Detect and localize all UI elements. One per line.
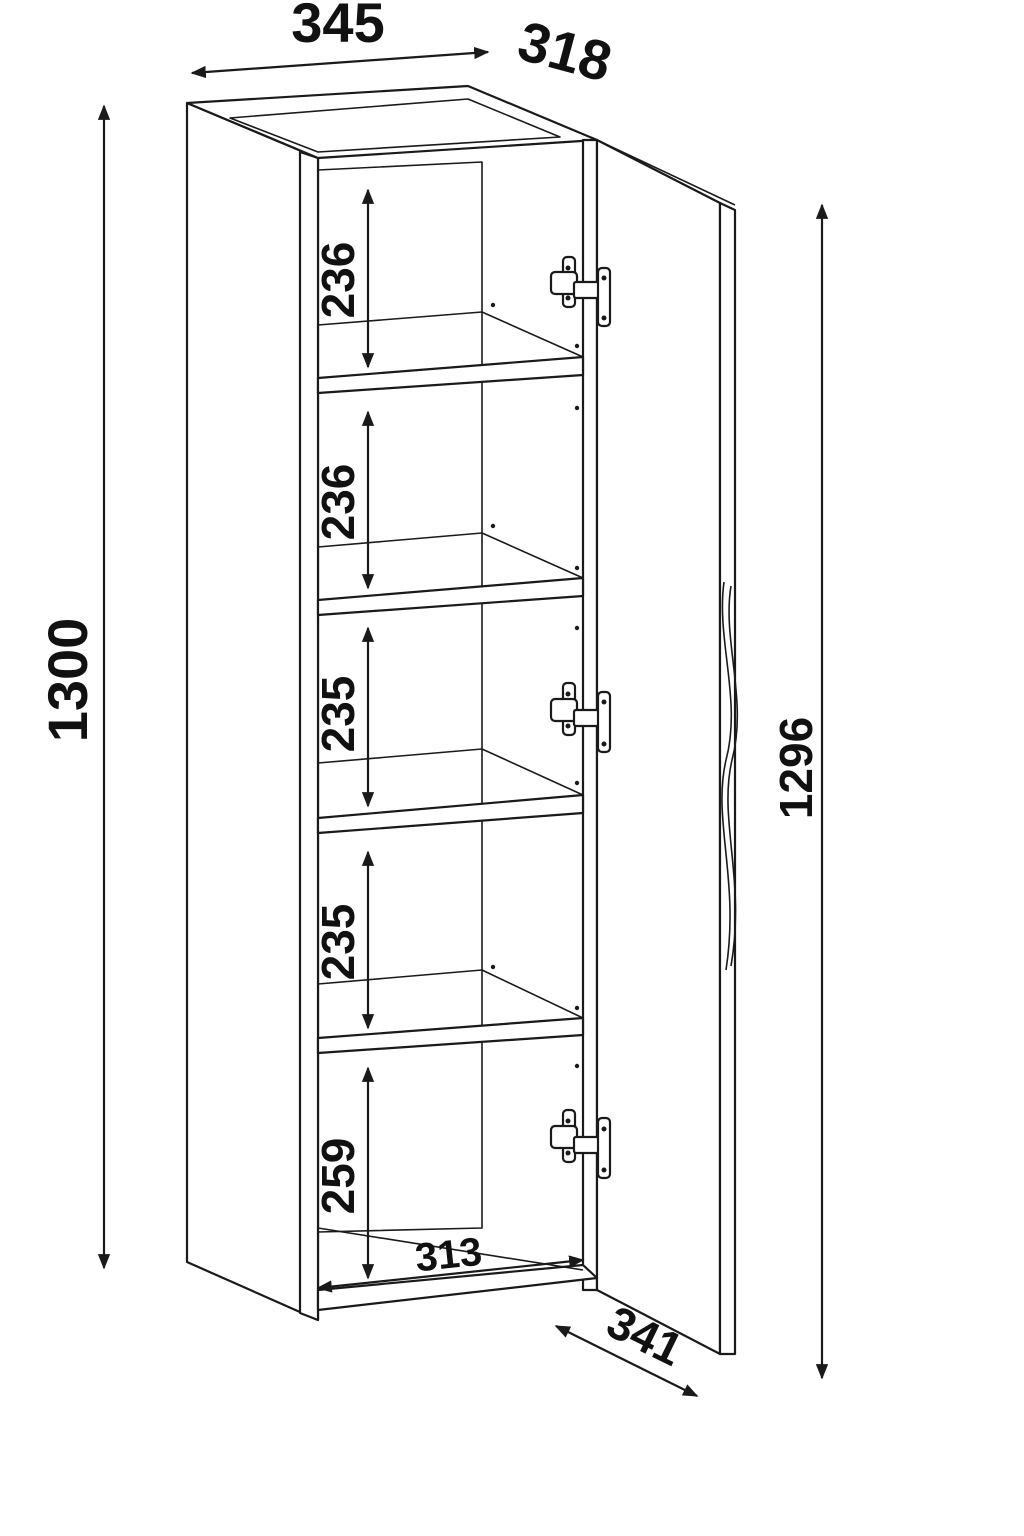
top-board-inner [229, 98, 561, 153]
cabinet-body [185, 84, 599, 1322]
top-width-dimension-line [190, 46, 490, 79]
hinge-top [549, 255, 612, 328]
compartment-3-label: 235 [312, 676, 364, 753]
total-height-label: 1300 [36, 618, 99, 743]
door-panel [595, 138, 722, 1356]
door [595, 138, 739, 1356]
hinge-bottom [549, 1108, 612, 1180]
top-depth-label: 318 [512, 9, 619, 94]
shelves [316, 311, 585, 1055]
inner-width-label: 313 [413, 1230, 484, 1281]
door-height-label: 1296 [770, 717, 822, 819]
shelf-4 [316, 969, 585, 1055]
back-panel [317, 161, 483, 1233]
compartment-5-label: 259 [312, 1138, 364, 1215]
door-handle [721, 581, 733, 971]
shelf-1 [316, 311, 585, 395]
shelf-2 [316, 532, 585, 617]
hinge-middle [549, 681, 612, 754]
inner-width-dimension-line [316, 1255, 585, 1293]
compartment-4-label: 235 [312, 904, 364, 981]
left-side-panel [185, 101, 320, 1322]
door-edge [718, 201, 737, 1356]
shelf-3 [316, 748, 585, 835]
compartment-1-label: 236 [312, 242, 364, 319]
compartment-2-label: 236 [312, 464, 364, 541]
base-depth-dimension-line [554, 1325, 699, 1397]
shelf-pin-holes [490, 302, 580, 1069]
top-width-label: 345 [291, 0, 384, 54]
